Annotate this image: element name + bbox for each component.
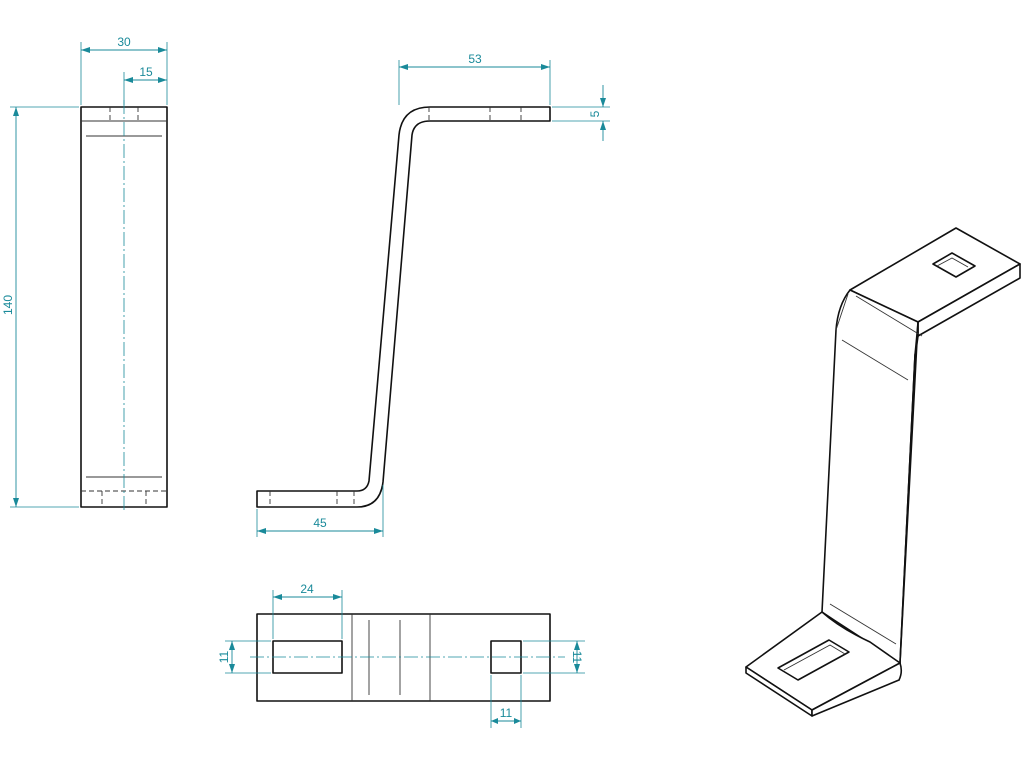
dimension-side-bottom-length: 45	[256, 485, 384, 537]
dimension-front-half-width: 15	[123, 65, 167, 105]
dimension-label: 15	[139, 65, 153, 79]
iso-bend-line	[841, 339, 909, 381]
top-view-outline	[256, 613, 551, 702]
dimension-label: 140	[1, 295, 15, 315]
dimension-top-slot-width: 11	[217, 640, 271, 674]
side-view-outline	[256, 106, 551, 508]
dimension-top-slot-length: 24	[272, 582, 343, 639]
iso-square-hole	[932, 252, 976, 278]
iso-web-edge	[835, 293, 849, 331]
dimension-top-square-height: 11	[523, 640, 585, 674]
front-view: 30 15 140	[1, 35, 168, 512]
dimension-side-top-length: 53	[398, 52, 551, 105]
iso-slot	[777, 639, 850, 681]
side-view: 53 5 45	[256, 52, 610, 537]
dimension-top-square-width: 11	[490, 675, 522, 728]
dimension-label: 5	[588, 110, 602, 117]
iso-square-hole-inner	[936, 257, 969, 268]
dimension-front-height: 140	[1, 106, 79, 508]
iso-bottom-flange-edge-2	[811, 662, 903, 717]
dimension-label: 11	[217, 650, 231, 663]
dimension-label: 11	[570, 651, 584, 664]
dimension-label: 30	[117, 35, 131, 49]
dimension-label: 53	[468, 52, 482, 66]
top-view: 24 11 11 11	[217, 582, 585, 728]
iso-bend-line	[855, 295, 923, 337]
dimension-label: 24	[300, 582, 314, 596]
dimension-front-width: 30	[80, 35, 168, 105]
isometric-view	[745, 227, 1021, 717]
dimension-label: 11	[500, 706, 513, 720]
iso-bend-line	[829, 603, 897, 645]
dimension-side-thickness: 5	[552, 85, 610, 141]
iso-slot-inner	[783, 644, 846, 671]
dimension-label: 45	[313, 516, 327, 530]
